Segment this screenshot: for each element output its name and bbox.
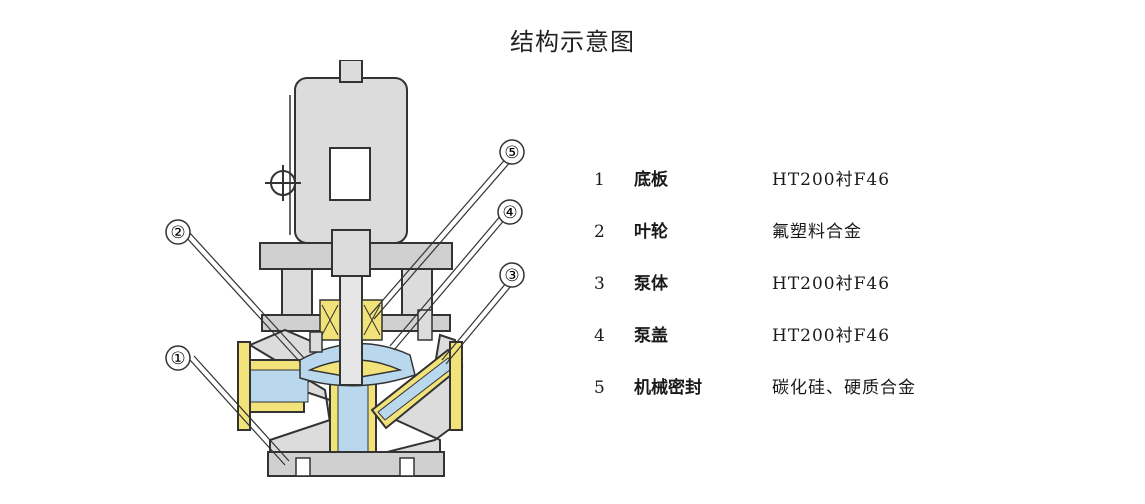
outlet-flange (449, 341, 463, 431)
base-plate (267, 451, 445, 477)
part-name: 底板 (634, 170, 668, 190)
inlet-flange (237, 341, 251, 431)
part-material: 碳化硅、硬质合金 (772, 378, 916, 398)
part-name: 机械密封 (634, 378, 702, 398)
part-row: 3 泵体 HT200衬F46 (592, 272, 1012, 324)
mechanical-seal (319, 299, 383, 341)
ground-terminal-icon (265, 165, 301, 201)
part-number: 2 (594, 222, 605, 242)
part-material: HT200衬F46 (772, 274, 891, 294)
part-name: 泵盖 (634, 326, 668, 346)
callout-2: ② (170, 223, 185, 243)
part-number: 1 (594, 170, 605, 190)
part-material: HT200衬F46 (772, 170, 891, 190)
part-number: 5 (594, 378, 605, 398)
part-name: 叶轮 (634, 222, 668, 242)
part-row: 1 底板 HT200衬F46 (592, 168, 1012, 220)
callout-3: ③ (504, 266, 519, 286)
motor (289, 60, 408, 244)
parts-legend: 1 底板 HT200衬F46 2 叶轮 氟塑料合金 3 泵体 HT200衬F46… (592, 168, 1012, 428)
callout-5: ⑤ (504, 143, 519, 163)
part-number: 4 (594, 326, 605, 346)
part-number: 3 (594, 274, 605, 294)
pump-cross-section: ① ② ③ ④ ⑤ (165, 60, 525, 477)
part-row: 5 机械密封 碳化硅、硬质合金 (592, 376, 1012, 428)
part-name: 泵体 (634, 274, 668, 294)
cover-bolt (417, 309, 433, 341)
diagram-title: 结构示意图 (510, 28, 635, 56)
part-material: HT200衬F46 (772, 326, 891, 346)
part-row: 4 泵盖 HT200衬F46 (592, 324, 1012, 376)
callout-1: ① (170, 349, 185, 369)
callout-4: ④ (502, 203, 517, 223)
part-row: 2 叶轮 氟塑料合金 (592, 220, 1012, 272)
part-material: 氟塑料合金 (772, 222, 862, 242)
